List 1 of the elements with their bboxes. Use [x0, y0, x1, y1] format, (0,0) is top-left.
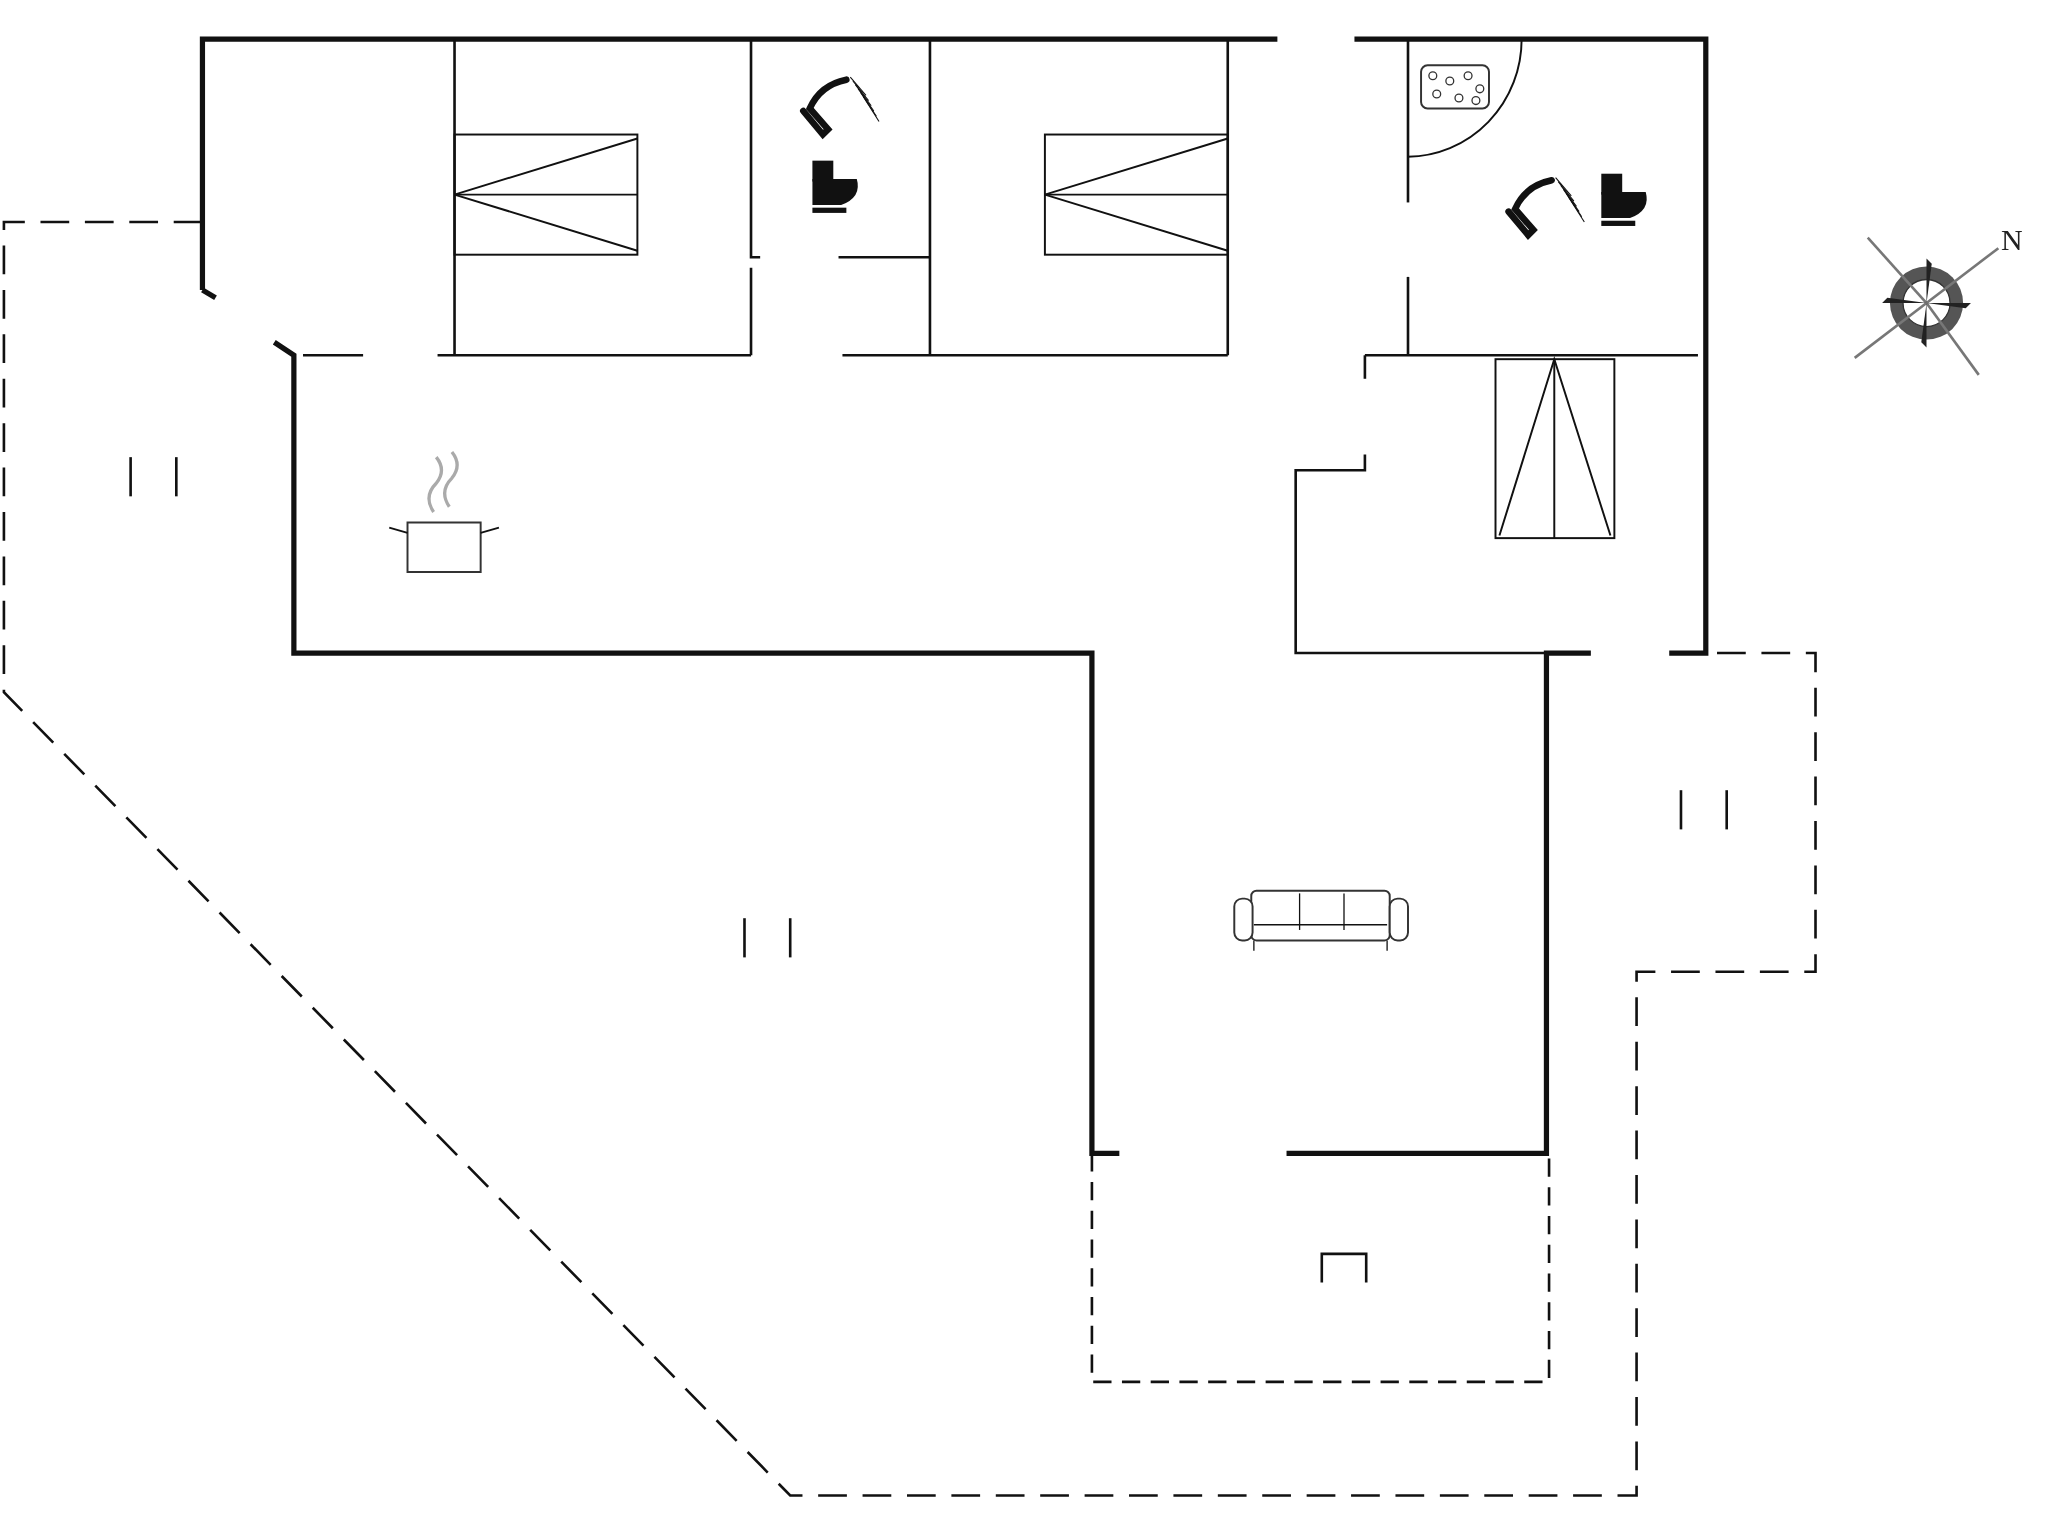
north-label: N	[2000, 224, 2023, 255]
